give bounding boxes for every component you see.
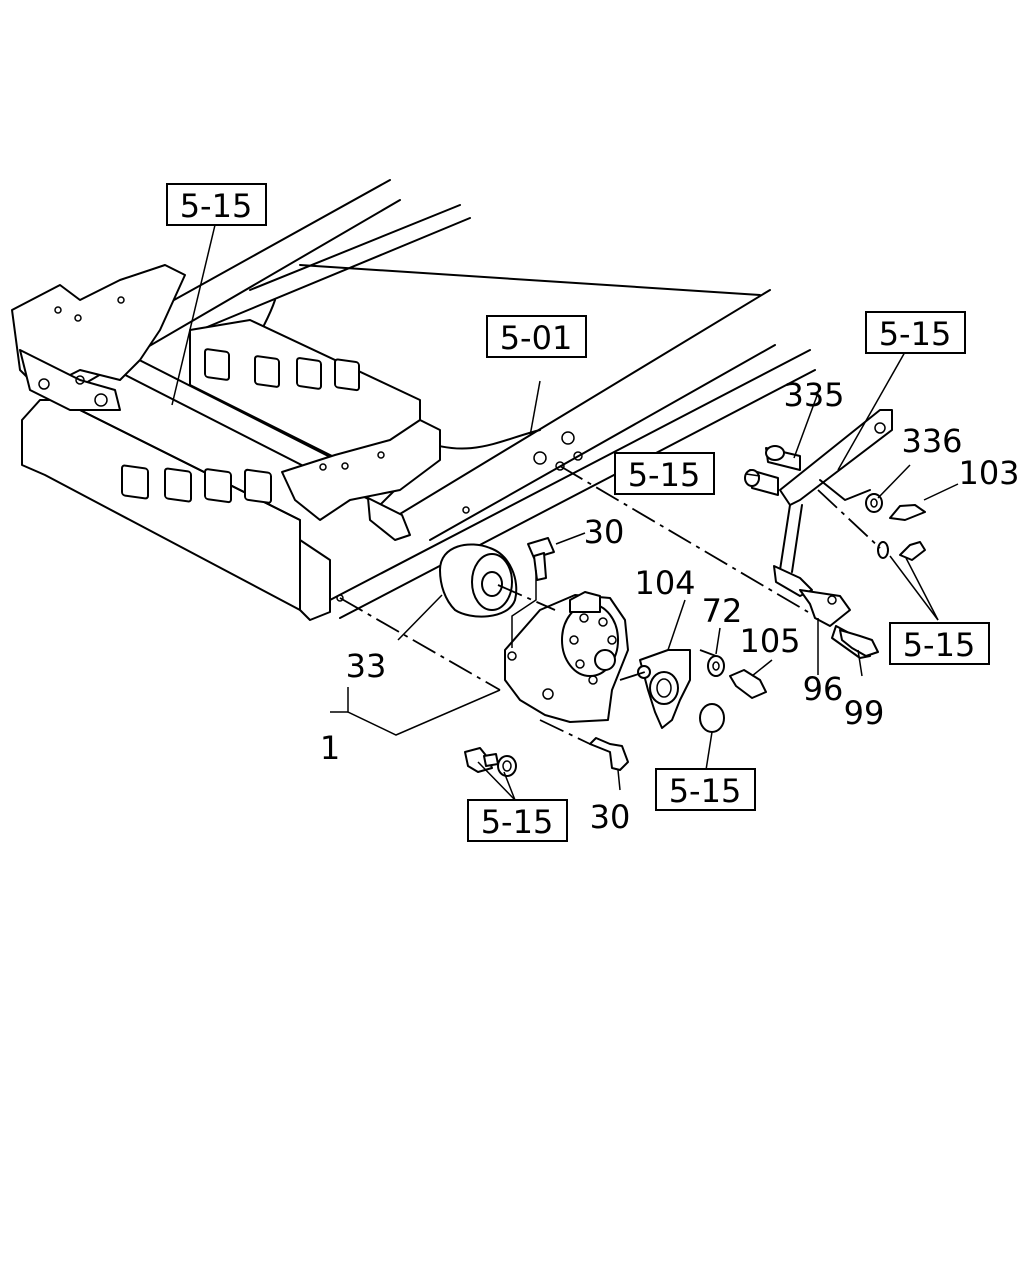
ref-label: 5-15	[879, 315, 952, 353]
engine-mount-assembly	[439, 537, 879, 777]
part-label-103: 103	[958, 454, 1019, 492]
part-label-33: 33	[346, 647, 387, 685]
part-label-72: 72	[702, 592, 743, 630]
part-label-96: 96	[803, 670, 844, 708]
ref-label: 5-15	[180, 187, 253, 225]
chassis-frame	[11, 179, 816, 621]
ref-label: 5-15	[628, 456, 701, 494]
part-label-99: 99	[844, 694, 885, 732]
ref-label: 5-15	[903, 626, 976, 664]
ref-label: 5-15	[669, 772, 742, 810]
ref-label: 5-01	[500, 319, 573, 357]
ref-5-01: 5-01	[486, 315, 587, 358]
part-label-1: 1	[320, 729, 340, 767]
part-label-104: 104	[634, 564, 695, 602]
part-label-335: 335	[783, 376, 844, 414]
ref-5-15-top-left: 5-15	[166, 183, 267, 226]
part-label-30-bottom: 30	[590, 798, 631, 836]
ref-label: 5-15	[481, 803, 554, 841]
link-bracket-assembly	[744, 409, 926, 659]
ref-5-15-mid-right: 5-15	[614, 452, 715, 495]
part-label-336: 336	[901, 422, 962, 460]
ref-5-15-far-right: 5-15	[889, 622, 990, 665]
ref-5-15-bottom-left: 5-15	[467, 799, 568, 842]
ref-5-15-bottom-center: 5-15	[655, 768, 756, 811]
part-label-105: 105	[739, 622, 800, 660]
part-label-30-top: 30	[584, 513, 625, 551]
leader-lines	[171, 224, 959, 801]
ref-5-15-top-right: 5-15	[865, 311, 966, 354]
